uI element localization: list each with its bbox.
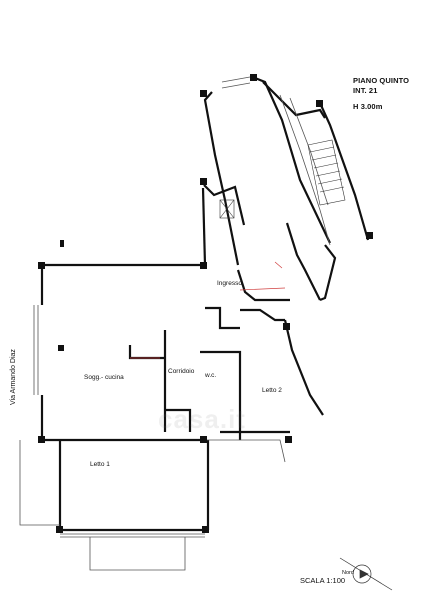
watermark-logo: casa.it — [158, 404, 246, 434]
room-corridoio: Corridoio — [168, 368, 195, 375]
north-label: Nord — [342, 570, 354, 576]
walls — [40, 76, 370, 532]
room-letto-1: Letto 1 — [90, 461, 110, 468]
floor-label: PIANO QUINTO — [353, 76, 410, 85]
accent-marks — [130, 261, 286, 359]
unit-label: INT. 21 — [353, 86, 378, 95]
shaft — [219, 199, 235, 219]
windows — [19, 76, 331, 571]
columns — [38, 74, 373, 533]
height-label: H 3.00m — [353, 102, 383, 111]
north-arrow — [339, 557, 393, 591]
room-soggiorno-cucina: Sogg.- cucina — [84, 374, 124, 381]
room-letto-2: Letto 2 — [262, 387, 282, 394]
room-wc: w.c. — [205, 372, 217, 379]
scale-label: SCALA 1:100 — [300, 576, 346, 585]
room-ingresso: Ingresso — [217, 280, 242, 287]
stair — [307, 139, 346, 206]
street-label: Via Armando Diaz — [10, 349, 17, 405]
